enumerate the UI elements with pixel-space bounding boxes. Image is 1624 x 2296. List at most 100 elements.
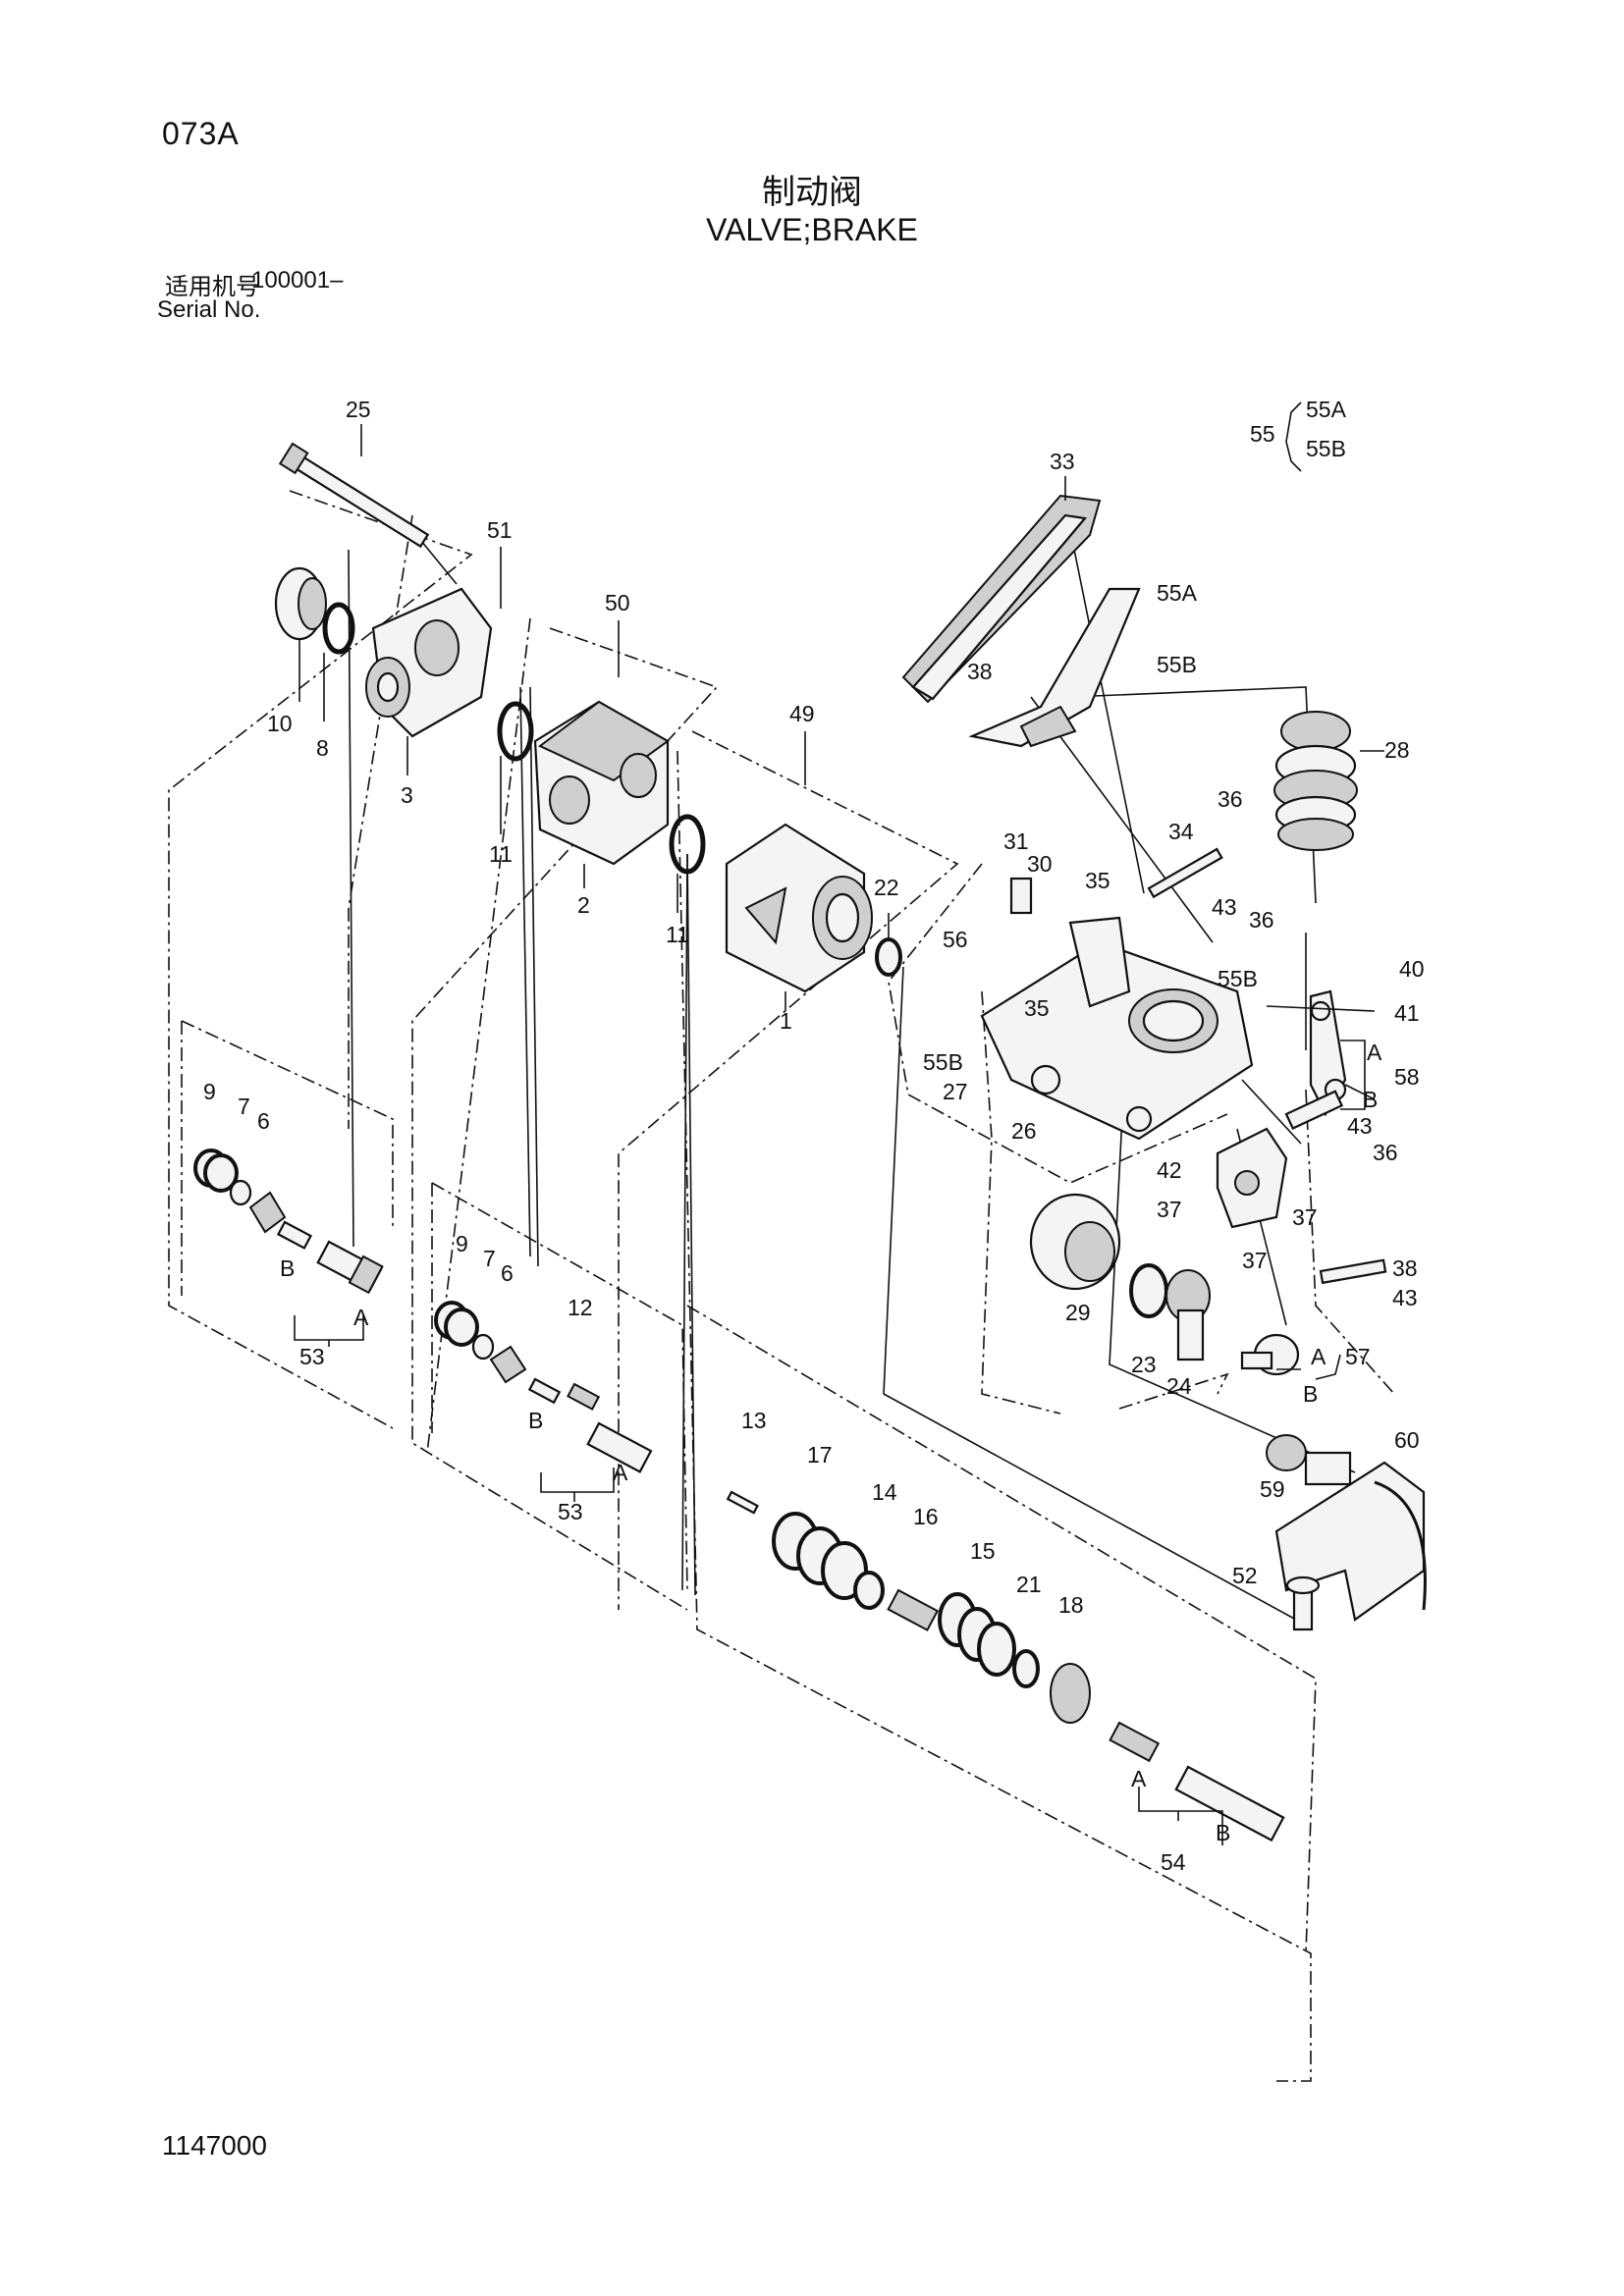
callout-label: 11 — [666, 922, 689, 947]
callout-label: 36 — [1373, 1140, 1398, 1165]
page-code: 073A — [162, 116, 240, 151]
pedal-bracket-55a — [968, 587, 1141, 748]
serial-label-chinese: 适用机号 — [165, 273, 259, 300]
callout-label: B — [1216, 1820, 1230, 1845]
callout-label: 21 — [1016, 1572, 1042, 1597]
spool-assembly-53a — [193, 1148, 384, 1295]
callout-label: 33 — [1050, 449, 1075, 474]
callout-label: 60 — [1394, 1427, 1420, 1453]
callout-label: 30 — [1027, 851, 1053, 877]
callout-label: 43 — [1347, 1113, 1373, 1139]
callout-label: 26 — [1011, 1118, 1037, 1144]
callout-label: 3 — [401, 782, 413, 808]
callout-label: 9 — [203, 1079, 216, 1104]
serial-number-range: 100001– — [251, 267, 344, 294]
legend-parent: 55 — [1250, 421, 1275, 447]
callout-label: A — [1131, 1766, 1147, 1791]
callout-label: 59 — [1260, 1476, 1285, 1502]
callout-label: 2 — [577, 892, 590, 918]
callout-label: 43 — [1212, 894, 1237, 920]
callout-label: 25 — [346, 397, 371, 422]
callout-label: 16 — [913, 1504, 939, 1529]
switch-bracket-60 — [1266, 1434, 1427, 1622]
callout-label: 15 — [970, 1538, 996, 1564]
bolt-25 — [278, 442, 430, 549]
o-ring-11a — [497, 701, 534, 762]
callout-label: B — [280, 1255, 295, 1281]
assembly-boundaries — [168, 490, 1395, 2082]
callout-label: 38 — [967, 659, 993, 684]
valve-body-2 — [533, 700, 670, 866]
collar-24 — [1165, 1269, 1211, 1362]
callout-label: 56 — [943, 927, 968, 952]
lever-58 — [1309, 989, 1347, 1117]
boot-29 — [1029, 1193, 1121, 1291]
o-ring-8 — [322, 602, 355, 655]
spool-assembly-53b — [434, 1301, 653, 1473]
callout-label: 38 — [1392, 1255, 1418, 1281]
page-title-chinese: 制动阀 — [762, 173, 862, 212]
callout-label: B — [1363, 1087, 1378, 1112]
callout-label: 28 — [1384, 737, 1410, 763]
o-ring-11b — [669, 814, 706, 875]
callout-label: 55B — [1157, 652, 1197, 677]
callout-label: 43 — [1392, 1285, 1418, 1310]
callout-label: 24 — [1166, 1373, 1192, 1399]
callout-label: 11 — [489, 841, 513, 867]
callout-label: 40 — [1399, 956, 1425, 982]
bolt-30 — [1009, 877, 1033, 915]
callout-label: 58 — [1394, 1064, 1420, 1090]
callout-label: 54 — [1161, 1849, 1186, 1875]
callout-label: 12 — [568, 1295, 593, 1320]
ring-23 — [1129, 1263, 1168, 1318]
pin-43 — [1319, 1258, 1387, 1285]
callout-label: 52 — [1232, 1563, 1258, 1588]
callout-label: 35 — [1085, 868, 1110, 893]
callout-label: 55B — [923, 1049, 963, 1075]
callout-label: 6 — [501, 1260, 514, 1286]
callout-label: 8 — [316, 735, 329, 761]
callout-label: 10 — [267, 711, 293, 736]
leader-lines — [298, 424, 1384, 1370]
serial-label: Serial No. — [157, 296, 261, 323]
callout-label: 13 — [741, 1408, 767, 1433]
connection-lines — [348, 529, 1356, 1621]
callout-label: 31 — [1003, 828, 1029, 854]
callout-label: 29 — [1065, 1300, 1091, 1325]
legend-child: 55A — [1306, 397, 1347, 422]
subassembly-brackets — [294, 401, 1366, 1845]
callout-label: 6 — [257, 1108, 270, 1134]
page-title: VALVE;BRAKE — [706, 212, 918, 247]
callout-label: 42 — [1157, 1157, 1182, 1183]
callout-label: A — [1367, 1040, 1382, 1065]
pin-34 — [1147, 847, 1223, 899]
switch-57 — [1240, 1333, 1300, 1376]
plug-10 — [274, 566, 327, 641]
callout-label: 36 — [1218, 786, 1243, 812]
callout-label: 9 — [456, 1231, 468, 1256]
callout-label: 57 — [1345, 1344, 1371, 1369]
callout-label: 23 — [1131, 1352, 1157, 1377]
callout-label: 7 — [483, 1246, 496, 1271]
pedal-33 — [901, 494, 1102, 704]
callout-label: 37 — [1292, 1204, 1318, 1230]
callout-label: 22 — [874, 875, 899, 900]
callout-label: A — [1311, 1344, 1326, 1369]
washer-22 — [875, 937, 902, 977]
callout-label: 55B — [1218, 966, 1258, 991]
spool-assembly-54 — [726, 1490, 1285, 1842]
callout-label: 41 — [1394, 1000, 1420, 1026]
callout-label: 35 — [1024, 995, 1050, 1021]
callout-label: B — [1303, 1381, 1318, 1407]
drawing-number: 1147000 — [162, 2130, 267, 2161]
callout-label: 36 — [1249, 907, 1274, 933]
callout-label: A — [353, 1305, 369, 1330]
link-42 — [1216, 1090, 1344, 1229]
callout-label: 53 — [299, 1344, 325, 1369]
callout-label: 37 — [1242, 1248, 1268, 1273]
callout-label: B — [528, 1408, 543, 1433]
callout-label: A — [613, 1460, 628, 1485]
callout-label: 50 — [605, 590, 630, 615]
callout-label: 17 — [807, 1442, 833, 1468]
